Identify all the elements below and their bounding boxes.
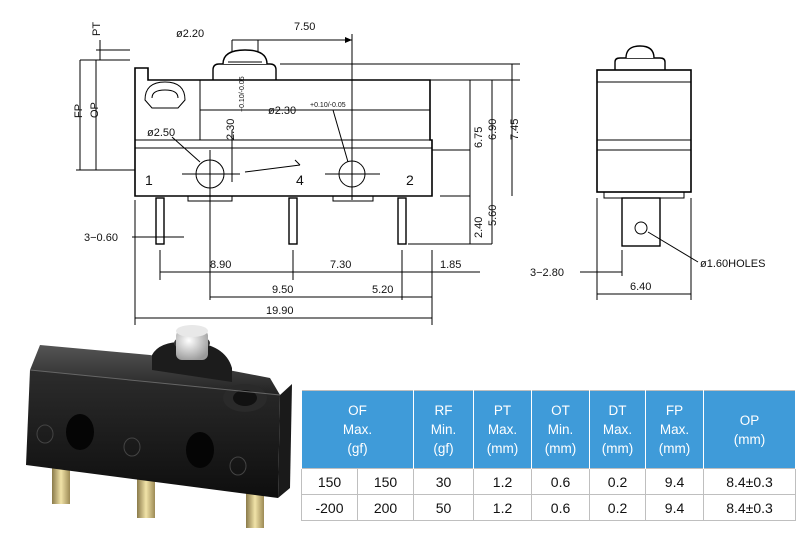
- dim-op-label: OP: [89, 102, 101, 118]
- header-fp: FP Max. (mm): [645, 390, 705, 469]
- cell-dt: 0.2: [589, 494, 647, 521]
- cell-rf: 50: [413, 494, 475, 521]
- table-row: -200 200 50 1.2 0.6 0.2 9.4 8.4±0.3: [301, 494, 797, 521]
- cell-fp: 9.4: [645, 494, 705, 521]
- dim-width-8-90: 8.90: [210, 259, 231, 271]
- cell-op: 8.4±0.3: [703, 468, 797, 495]
- cell-ot: 0.6: [531, 468, 591, 495]
- dim-pin-thickness: 3−2.80: [530, 267, 564, 279]
- table-header-row: OF Max. (gf) RF Min. (gf) PT Max. (mm) O…: [300, 390, 797, 469]
- dim-pt-label: PT: [91, 22, 103, 36]
- cell-pt: 1.2: [473, 494, 533, 521]
- dim-actuator-diameter: ø2.20: [176, 28, 204, 40]
- terminal-label-1: 1: [145, 172, 153, 188]
- dim-pin-width: 3−0.60: [84, 232, 118, 244]
- cell-ot: 0.6: [531, 494, 591, 521]
- header-rf: RF Min. (gf): [413, 390, 475, 469]
- dim-height-7-45: 7.45: [509, 119, 521, 140]
- dim-left-hole-diameter: ø2.50: [147, 127, 175, 139]
- dim-right-hole-diameter: ø2.30: [268, 105, 296, 117]
- dim-left-hole-tolerance: +0.10/-0.05: [239, 76, 246, 112]
- table-row: 150 150 30 1.2 0.6 0.2 9.4 8.4±0.3: [301, 468, 797, 495]
- side-view: ø1.60HOLES 6.40 3−2.80: [530, 45, 765, 300]
- front-view: ø2.20 7.50 ø2.50 2.30 +0.10/-0.05 ø2.30 …: [73, 21, 521, 325]
- header-pt: PT Max. (mm): [473, 390, 533, 469]
- dim-width-9-50: 9.50: [272, 284, 293, 296]
- specification-table: OF Max. (gf) RF Min. (gf) PT Max. (mm) O…: [300, 390, 797, 521]
- dim-height-2-40: 2.40: [473, 217, 485, 238]
- dim-width-1-85: 1.85: [440, 259, 461, 271]
- dim-width-6-40: 6.40: [630, 281, 651, 293]
- header-op: OP (mm): [703, 390, 797, 469]
- dim-left-hole-height: 2.30: [225, 119, 237, 140]
- dim-fp-label: FP: [73, 104, 85, 118]
- cell-of-a: -200: [301, 494, 358, 521]
- dim-height-6-75: 6.75: [473, 127, 485, 148]
- cell-dt: 0.2: [589, 468, 647, 495]
- header-of: OF Max. (gf): [300, 390, 415, 469]
- dim-actuator-offset: 7.50: [294, 21, 315, 33]
- cell-of-b: 200: [356, 494, 415, 521]
- header-ot: OT Min. (mm): [531, 390, 591, 469]
- cell-pt: 1.2: [473, 468, 533, 495]
- terminal-label-4: 4: [296, 172, 304, 188]
- dim-height-5-60: 5.60: [487, 205, 499, 226]
- cell-of-a: 150: [301, 468, 358, 495]
- cell-op: 8.4±0.3: [703, 494, 797, 521]
- dim-width-19-90: 19.90: [266, 305, 294, 317]
- dim-holes: ø1.60HOLES: [700, 258, 765, 270]
- dim-right-hole-tolerance: +0.10/-0.05: [310, 102, 346, 109]
- dim-width-5-20: 5.20: [372, 284, 393, 296]
- header-dt: DT Max. (mm): [589, 390, 647, 469]
- dim-width-7-30: 7.30: [330, 259, 351, 271]
- terminal-label-2: 2: [406, 172, 414, 188]
- cell-of-b: 150: [356, 468, 415, 495]
- dim-height-6-90: 6.90: [487, 119, 499, 140]
- cell-rf: 30: [413, 468, 475, 495]
- switch-product-illustration: [26, 325, 292, 528]
- cell-fp: 9.4: [645, 468, 705, 495]
